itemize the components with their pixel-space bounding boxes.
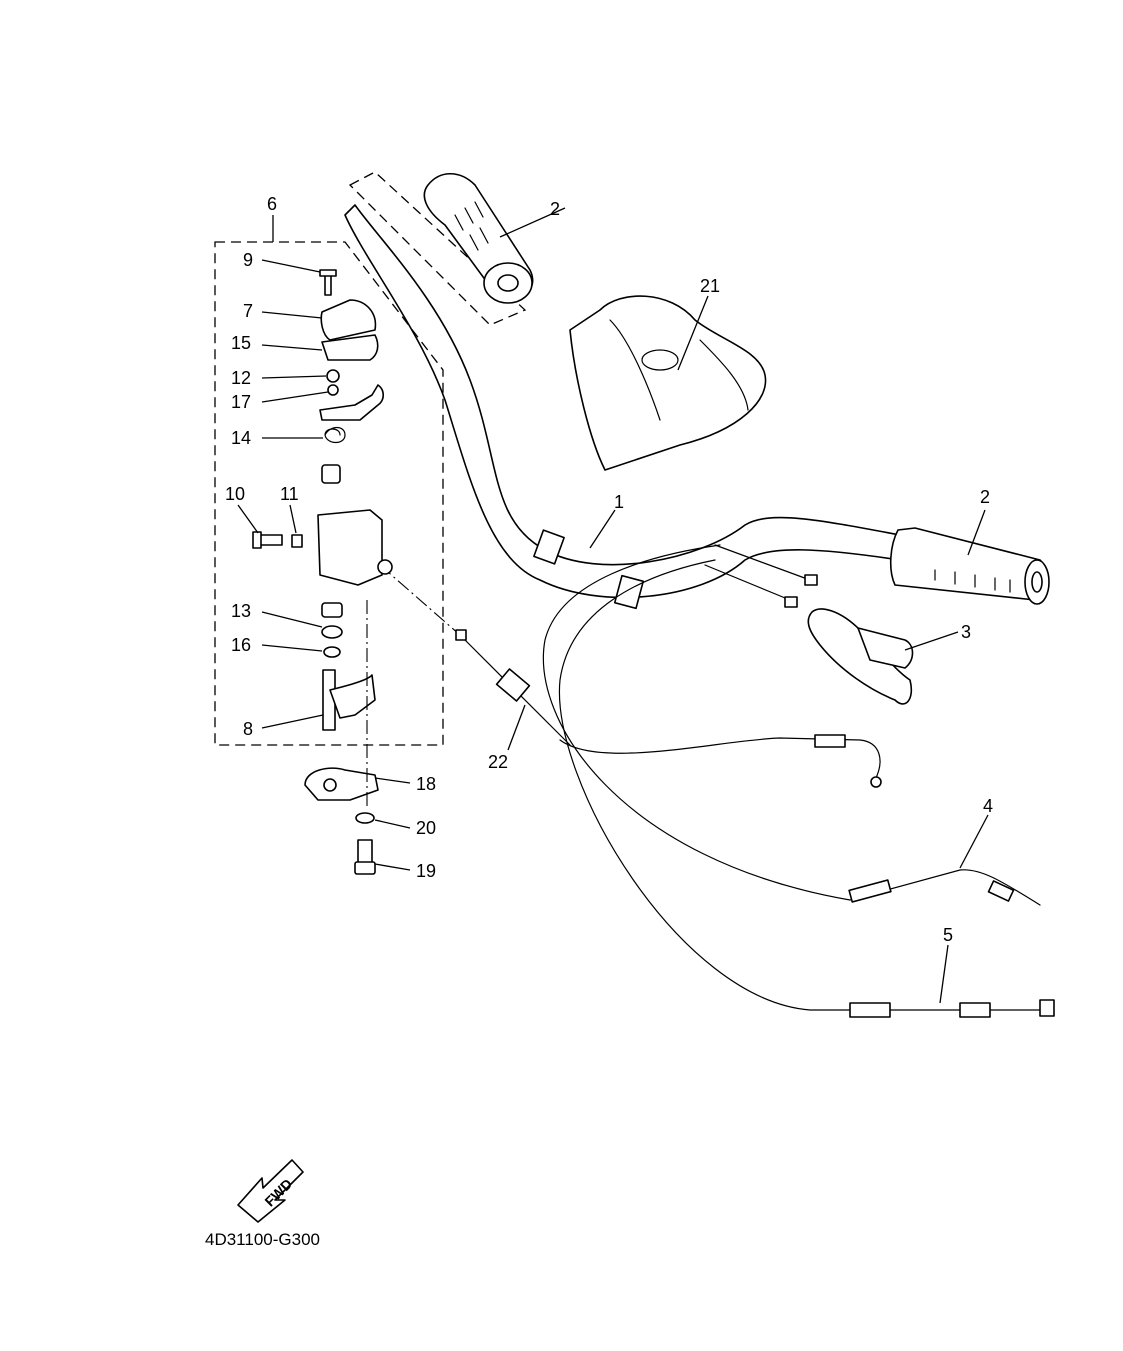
callout-22: 22 xyxy=(488,752,508,772)
callout-5: 5 xyxy=(943,925,953,945)
callout-2b: 2 xyxy=(980,487,990,507)
throttle-cable-assembly xyxy=(379,564,571,746)
callout-17: 17 xyxy=(231,392,251,412)
callout-6: 6 xyxy=(267,194,277,214)
callout-10: 10 xyxy=(225,484,245,504)
callout-labels: 1 2 2 3 4 5 6 7 8 9 10 11 12 13 14 15 16… xyxy=(225,194,993,945)
callout-3: 3 xyxy=(961,622,971,642)
callout-9: 9 xyxy=(243,250,253,270)
drawing-code: 4D31100-G300 xyxy=(205,1230,320,1249)
callout-14: 14 xyxy=(231,428,251,448)
callout-11: 11 xyxy=(280,484,299,504)
callout-16: 16 xyxy=(231,635,251,655)
callout-20: 20 xyxy=(416,818,436,838)
right-grip xyxy=(889,527,1050,605)
callout-18: 18 xyxy=(416,774,436,794)
callout-15: 15 xyxy=(231,333,251,353)
callout-7: 7 xyxy=(243,301,253,321)
callout-19: 19 xyxy=(416,861,436,881)
callout-8: 8 xyxy=(243,719,253,739)
fwd-arrow-icon: FWD xyxy=(237,1159,304,1223)
callout-13: 13 xyxy=(231,601,251,621)
callout-12: 12 xyxy=(231,368,251,388)
cables xyxy=(542,544,1055,1018)
throttle-housing-kit-boundary xyxy=(214,241,444,746)
left-grip xyxy=(348,171,534,326)
callout-2a: 2 xyxy=(550,199,560,219)
callout-4: 4 xyxy=(983,796,993,816)
throttle-housing-parts xyxy=(252,269,393,875)
callout-1: 1 xyxy=(614,492,624,512)
callout-21: 21 xyxy=(700,276,720,296)
leader-lines xyxy=(237,207,989,1004)
choke-lever xyxy=(807,608,914,705)
handlebar-pad xyxy=(569,295,767,471)
